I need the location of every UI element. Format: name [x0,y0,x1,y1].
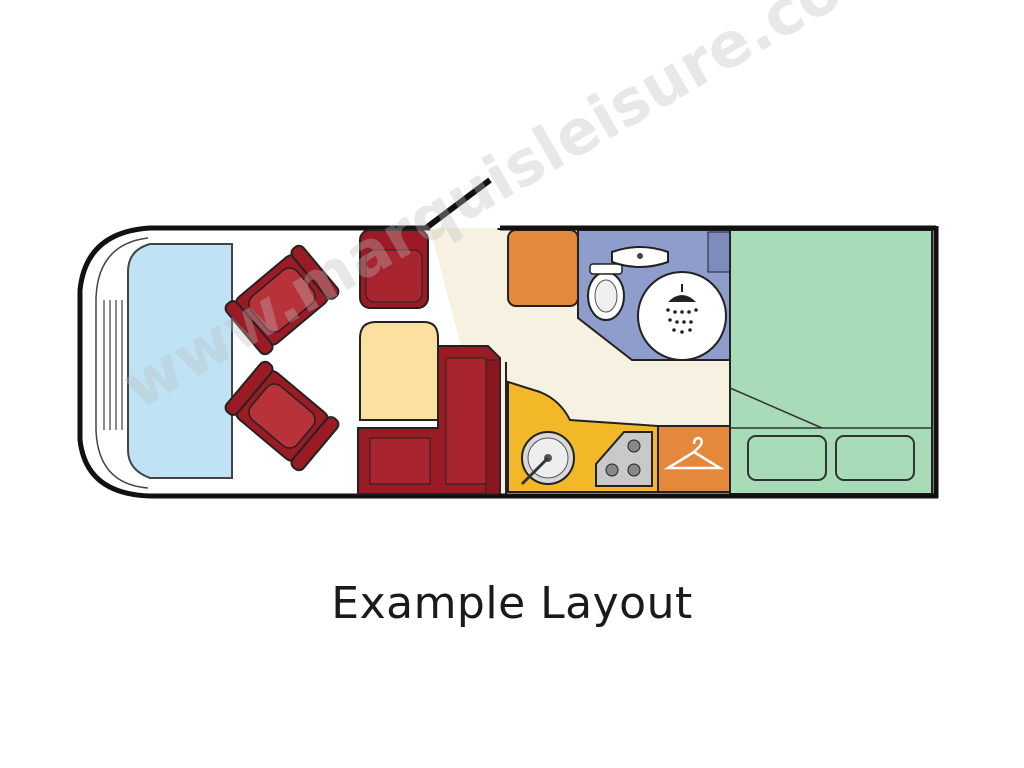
storage-locker[interactable] [835,435,915,481]
cupboard[interactable] [507,229,579,307]
hob-icon[interactable] [595,431,653,487]
shower-icon[interactable] [637,271,727,361]
wardrobe[interactable] [657,425,731,493]
dinette-table[interactable] [359,321,439,421]
dinette-seat-top[interactable] [359,229,429,309]
toilet-icon[interactable] [587,263,625,321]
storage-locker[interactable] [747,435,827,481]
floor-plan [77,177,939,499]
cab-seat-icon[interactable] [223,359,341,472]
layout-caption: Example Layout [331,578,693,629]
door-icon[interactable] [424,177,492,231]
cab-inner-line [95,237,149,489]
grille [103,300,123,430]
windscreen [127,243,233,479]
basin-icon[interactable] [611,246,669,268]
cab-seat-icon[interactable] [223,243,341,356]
l-bench-seat[interactable] [357,345,501,495]
bed-fold-line [729,387,823,429]
coat-hanger-icon [663,436,725,470]
sink-icon[interactable] [520,431,575,486]
